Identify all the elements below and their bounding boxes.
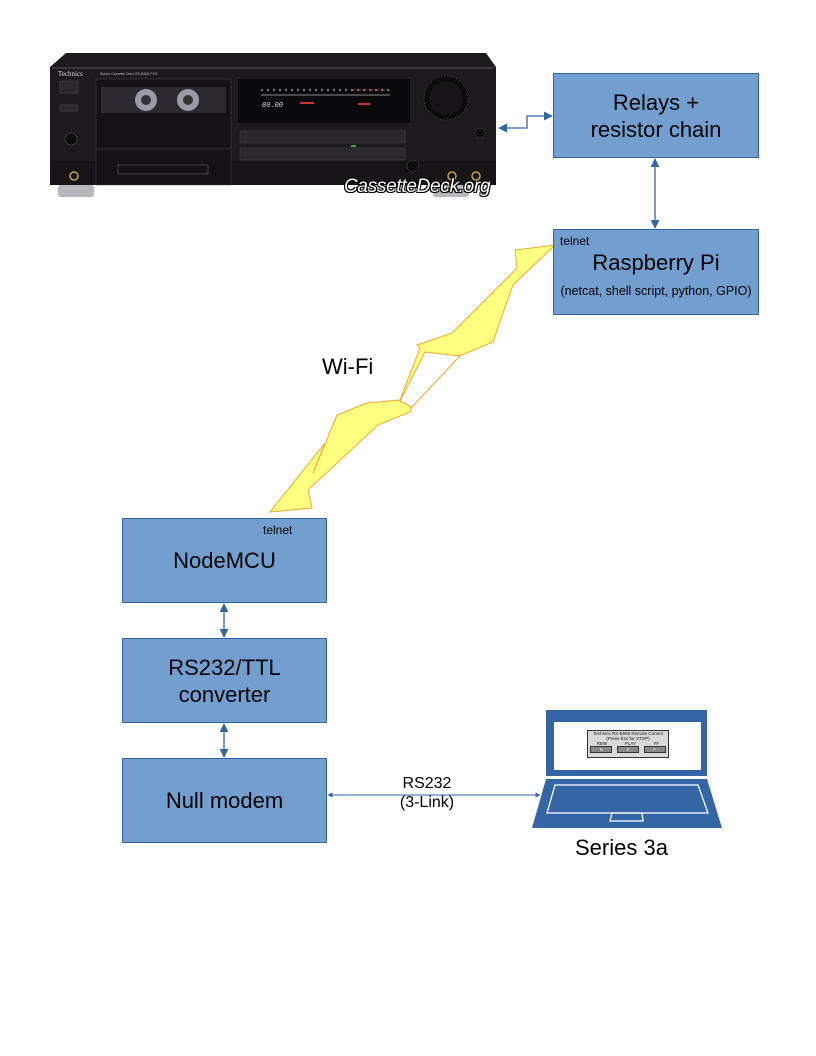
power-button xyxy=(59,80,79,94)
rpi-telnet-tag: telnet xyxy=(560,234,590,248)
rs232-title-line2: converter xyxy=(178,681,271,707)
laptop-base xyxy=(532,779,722,828)
phones-jack xyxy=(69,171,79,181)
rew-label: REW xyxy=(596,741,608,746)
relays-box: Relays + resistor chain xyxy=(553,73,759,158)
deck-top-edge xyxy=(52,67,494,69)
nodemcu-telnet-tag: telnet xyxy=(263,523,293,537)
rew-button[interactable]: R xyxy=(590,746,613,753)
nodemcu-box: telnet NodeMCU xyxy=(122,518,327,603)
lightning-gap xyxy=(399,351,462,408)
quartz-dd-badge xyxy=(117,164,209,175)
mic-level-knob xyxy=(406,159,420,173)
laptop-label: Series 3a xyxy=(575,835,668,860)
deck-foot-right xyxy=(433,185,469,197)
tape-counter: 00.00 xyxy=(262,102,283,110)
play-label: PLAY xyxy=(624,741,637,746)
laptop-touchpad xyxy=(609,812,644,822)
serial-link-label: RS232 (3-Link) xyxy=(376,774,478,812)
ff-label: FF xyxy=(653,741,660,746)
serial-link-line2: (3-Link) xyxy=(399,794,455,811)
balance-knob xyxy=(474,127,486,139)
deck-relays-connector xyxy=(498,111,553,133)
rpi-subtitle: (netcat, shell script, python, GPIO) xyxy=(560,284,752,298)
cassette-door-lower xyxy=(95,148,232,186)
transport-buttons xyxy=(239,147,406,161)
reel-hub-left xyxy=(141,95,151,105)
remote-control-dialog: Technics RS-B665 Remote Control (Press E… xyxy=(587,730,669,758)
rpi-title: Raspberry Pi xyxy=(592,250,720,275)
display-indicator-2 xyxy=(358,103,370,105)
mic-jack-left xyxy=(447,171,457,181)
display-panel xyxy=(238,79,410,123)
cassette-deck-image: Technics Stereo Cassette Deck RS-B665 PX… xyxy=(50,53,496,197)
rs232-title-line1: RS232/TTL xyxy=(168,654,281,680)
play-led xyxy=(351,145,356,147)
deck-model: Stereo Cassette Deck RS-B665 PXS xyxy=(100,72,158,76)
relays-title-line1: Relays + xyxy=(612,89,700,115)
relays-title-line2: resistor chain xyxy=(590,116,722,142)
play-button[interactable]: P xyxy=(616,746,639,753)
wifi-label: Wi-Fi xyxy=(322,354,374,379)
nodemcu-title: NodeMCU xyxy=(173,548,276,573)
cassette-window xyxy=(101,87,226,113)
dialog-hint: (Press Esc for STOP) xyxy=(606,736,650,741)
laptop-icon xyxy=(532,710,722,828)
dialog-title: Technics RS-B665 Remote Control xyxy=(593,731,663,736)
ff-button[interactable]: F xyxy=(643,746,666,753)
phones-level-knob xyxy=(64,132,78,146)
rs232-converter-box: RS232/TTL converter xyxy=(122,638,327,723)
deck-brand: Technics xyxy=(58,70,83,78)
rec-level-knob-cap xyxy=(429,81,463,115)
null-modem-box: Null modem xyxy=(122,758,327,843)
display-indicator xyxy=(300,102,314,104)
serial-link-line1: RS232 xyxy=(402,775,452,792)
mic-jack-right xyxy=(471,171,481,181)
function-buttons xyxy=(239,130,406,144)
reel-hub-right xyxy=(183,95,193,105)
raspberry-pi-box: telnet Raspberry Pi (netcat, shell scrip… xyxy=(553,229,759,315)
watermark: CassetteDeck.org xyxy=(344,176,491,197)
deck-foot-left xyxy=(58,185,94,197)
null-modem-title: Null modem xyxy=(165,788,284,813)
eject-button xyxy=(59,104,79,112)
laptop-keyboard xyxy=(546,784,709,814)
